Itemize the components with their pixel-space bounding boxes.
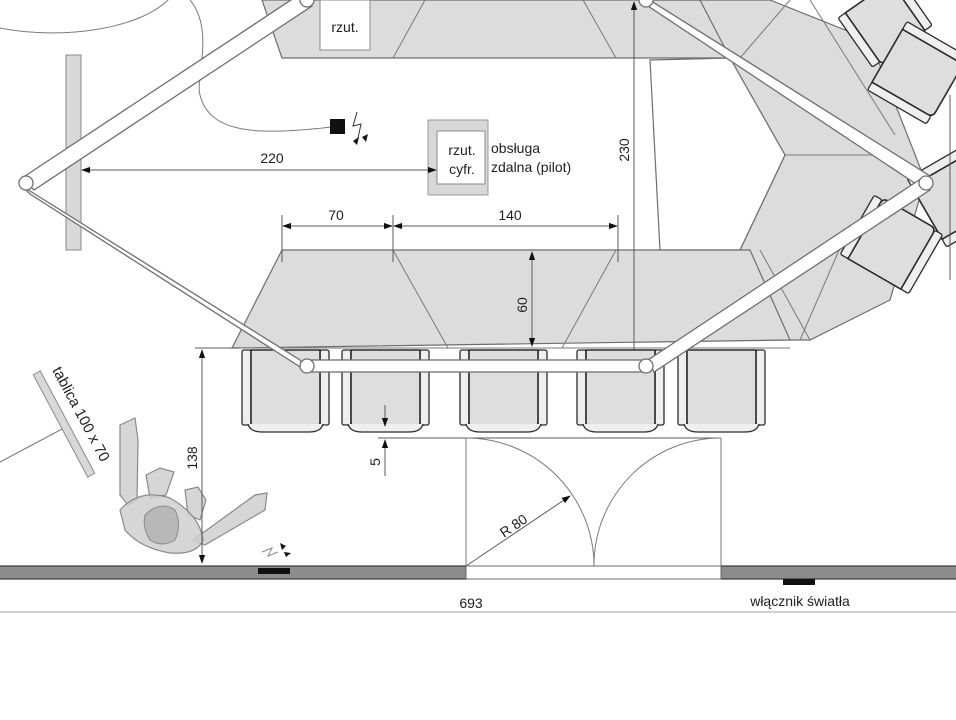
digital-projector-label-2: cyfr.	[449, 161, 475, 177]
dimension-230: 230	[616, 1, 638, 359]
chair	[677, 349, 766, 433]
electric-symbol-icon	[261, 543, 291, 557]
projector-top-box	[319, 0, 371, 51]
svg-text:230: 230	[616, 138, 632, 162]
svg-text:5: 5	[367, 458, 383, 466]
svg-text:70: 70	[328, 207, 344, 223]
whiteboard: tablica 100 x 70	[0, 364, 113, 478]
bottom-table	[231, 249, 791, 349]
digital-projector: rzut. cyfr. obsługa zdalna (pilot)	[427, 119, 571, 196]
projection-beams	[18, 0, 934, 374]
light-switch-icon	[783, 579, 815, 585]
dimension-138: 138	[184, 347, 240, 564]
svg-text:140: 140	[498, 207, 522, 223]
projector-top-label: rzut.	[331, 19, 358, 35]
power-cable	[0, 0, 333, 132]
dimension-5: 5	[367, 405, 720, 476]
light-switch-label: włącznik światła	[749, 593, 850, 609]
dimension-693: 693	[0, 595, 956, 613]
outlet-icon	[258, 568, 290, 574]
dimension-70-140: 70 140	[281, 207, 619, 262]
door-swing-icon: R 80	[465, 437, 722, 568]
svg-text:60: 60	[514, 297, 530, 313]
power-socket-icon	[330, 119, 345, 134]
bottom-wall	[0, 543, 956, 585]
top-table: rzut.	[261, 0, 751, 59]
dimension-220: 220	[81, 150, 437, 174]
svg-text:138: 138	[184, 446, 200, 470]
chair	[867, 21, 956, 124]
remote-control-label-2: zdalna (pilot)	[491, 159, 571, 175]
person-icon	[119, 417, 268, 554]
dimension-60: 60	[514, 251, 536, 347]
digital-projector-label-1: rzut.	[448, 142, 475, 158]
remote-control-label-1: obsługa	[491, 140, 540, 156]
door-radius-label: R 80	[497, 511, 531, 541]
svg-text:220: 220	[260, 150, 284, 166]
svg-text:693: 693	[459, 595, 483, 611]
electric-symbol-icon	[352, 111, 368, 145]
